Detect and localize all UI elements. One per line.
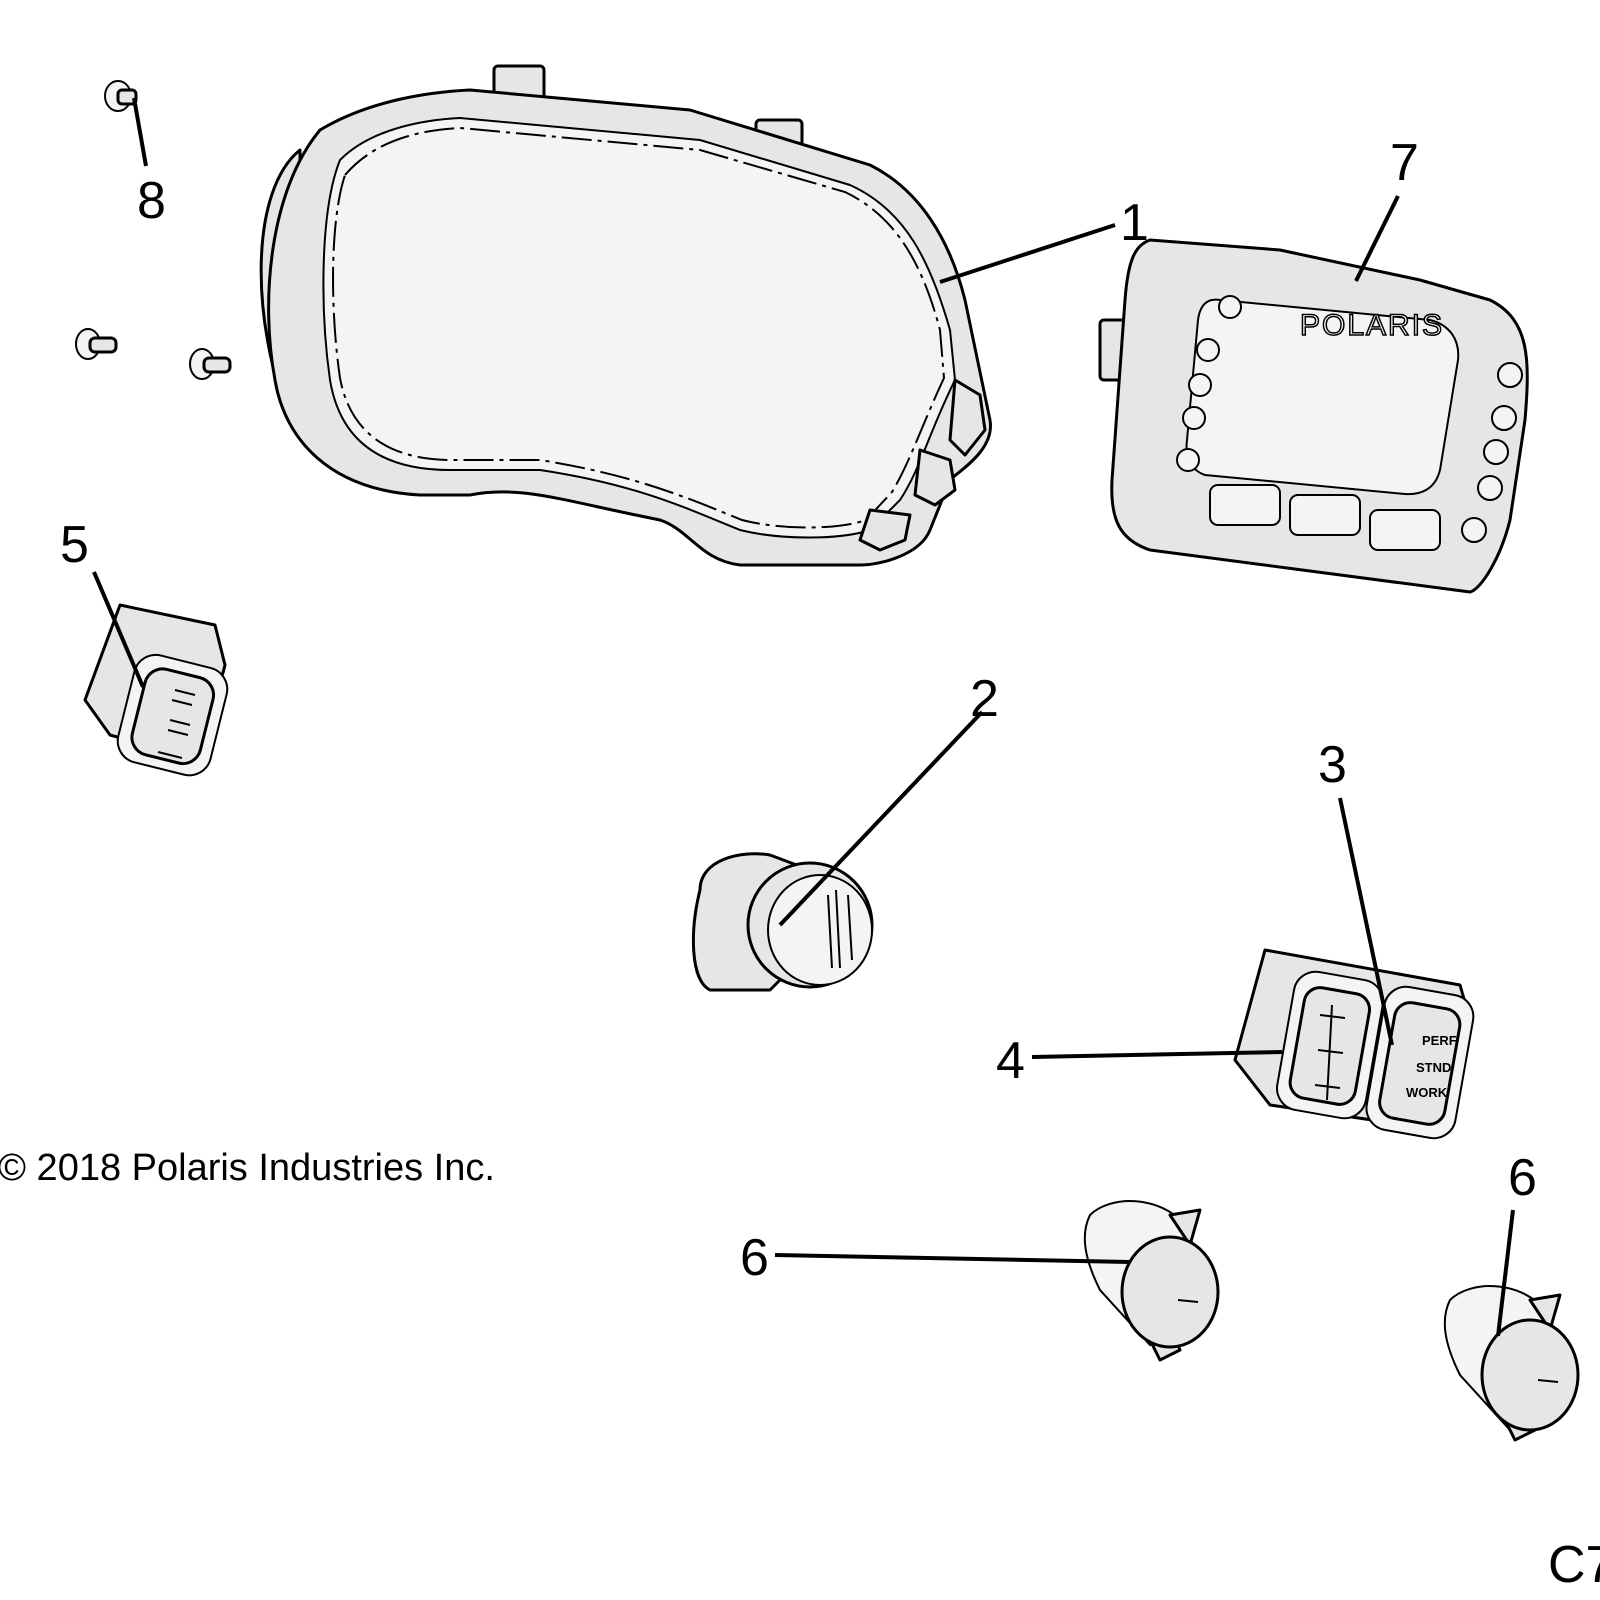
rocker-switch-part-5 [83, 603, 229, 777]
figure-code: C7 [1548, 1536, 1600, 1594]
switch-pair-parts-3-4: PERF STND WORK [1233, 948, 1475, 1140]
mode-label-stnd: STND [1416, 1060, 1451, 1075]
copyright-text: © 2018 Polaris Industries Inc. [0, 1147, 495, 1189]
display-part-7: POLARIS [1098, 238, 1529, 594]
mode-label-perf: PERF [1422, 1033, 1457, 1048]
callout-4: 4 [996, 1032, 1025, 1090]
callout-7: 7 [1390, 134, 1419, 192]
callout-8: 8 [137, 172, 166, 230]
screw-part-8c [189, 348, 232, 380]
callout-6-left: 6 [740, 1229, 769, 1287]
ignition-switch-part-2 [692, 852, 874, 992]
callout-6-right: 6 [1508, 1149, 1537, 1207]
socket-part-6b [1443, 1285, 1580, 1442]
callout-2: 2 [970, 670, 999, 728]
instrument-cluster-part-1 [259, 64, 992, 567]
callout-5: 5 [60, 516, 89, 574]
callout-1: 1 [1120, 194, 1149, 252]
mode-label-work: WORK [1406, 1085, 1448, 1100]
screw-part-8 [104, 80, 138, 112]
leader-lines [92, 97, 1515, 1337]
screw-part-8b [75, 328, 118, 360]
callout-3: 3 [1318, 736, 1347, 794]
socket-part-6a [1083, 1200, 1220, 1362]
logo-text: POLARIS [1300, 309, 1444, 342]
